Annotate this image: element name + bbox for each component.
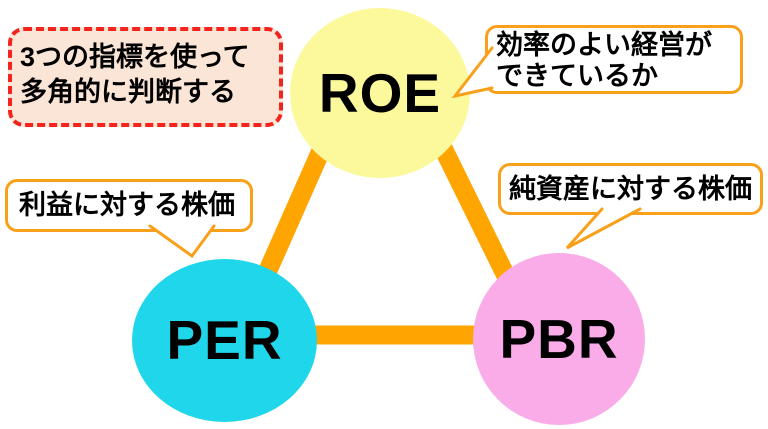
- roe-callout-line1: 効率のよい経営が: [496, 30, 712, 60]
- roe-circle: ROE: [290, 8, 470, 178]
- per-callout-line1: 利益に対する株価: [19, 190, 235, 220]
- roe-callout: 効率のよい経営が できているか: [485, 25, 743, 94]
- pbr-label: PBR: [499, 307, 619, 370]
- key-point-note-line1: 3つの指標を使って: [20, 42, 250, 72]
- roe-callout-line2: できているか: [496, 61, 658, 91]
- pbr-callout: 純資産に対する株価: [498, 163, 763, 215]
- per-callout: 利益に対する株価: [5, 179, 253, 232]
- pbr-circle: PBR: [473, 253, 645, 425]
- per-label: PER: [166, 309, 283, 371]
- pbr-callout-line1: 純資産に対する株価: [509, 174, 752, 204]
- key-point-note: 3つの指標を使って 多角的に判断する: [8, 27, 283, 127]
- roe-label: ROE: [318, 61, 442, 124]
- key-point-note-line2: 多角的に判断する: [20, 77, 236, 107]
- per-circle: PER: [132, 259, 317, 422]
